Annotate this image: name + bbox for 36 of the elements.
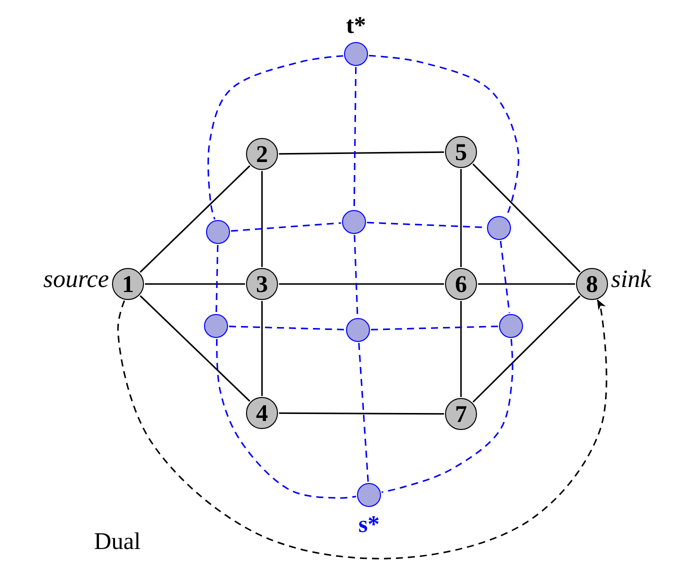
vertex-circle: 5 — [445, 136, 477, 168]
vertex-circle: 8 — [576, 268, 608, 300]
caption-text: Dual — [94, 530, 141, 554]
graph-edge — [216, 244, 218, 314]
graph-edge — [478, 283, 575, 285]
graph-edge — [261, 171, 263, 267]
graph-edge — [460, 301, 462, 397]
graph-edge — [145, 283, 245, 285]
graph-edge — [500, 240, 510, 314]
vertex-label: s* — [358, 513, 380, 537]
graph-edge — [279, 151, 444, 155]
vertex-circle: 1 — [112, 268, 144, 300]
graph-edge — [216, 338, 356, 499]
graph-edge — [382, 338, 514, 493]
vertex-circle: 6 — [445, 268, 477, 300]
graph-edge — [279, 283, 444, 285]
graph-edge — [228, 326, 346, 330]
vertex-circle: 7 — [445, 398, 477, 430]
graph-edge — [460, 169, 462, 267]
graph-edge — [279, 412, 444, 415]
graph-edge — [207, 55, 344, 220]
vertex-circle: 3 — [246, 268, 278, 300]
graph-edge — [261, 301, 263, 396]
vertex-circle: 2 — [246, 138, 278, 170]
arrow — [117, 299, 608, 560]
graph-edge — [230, 222, 342, 232]
vertex-label: t* — [346, 14, 366, 38]
graph-edge — [140, 165, 250, 273]
vertex-caption: sink — [611, 267, 652, 292]
graph-edge — [358, 342, 369, 482]
graph-edge — [472, 295, 580, 403]
graph-edge — [472, 164, 581, 272]
vertex-circle: 4 — [246, 397, 278, 429]
vertex-caption: source — [43, 267, 109, 292]
graph-edge — [140, 295, 250, 402]
graph-edge — [370, 326, 498, 330]
